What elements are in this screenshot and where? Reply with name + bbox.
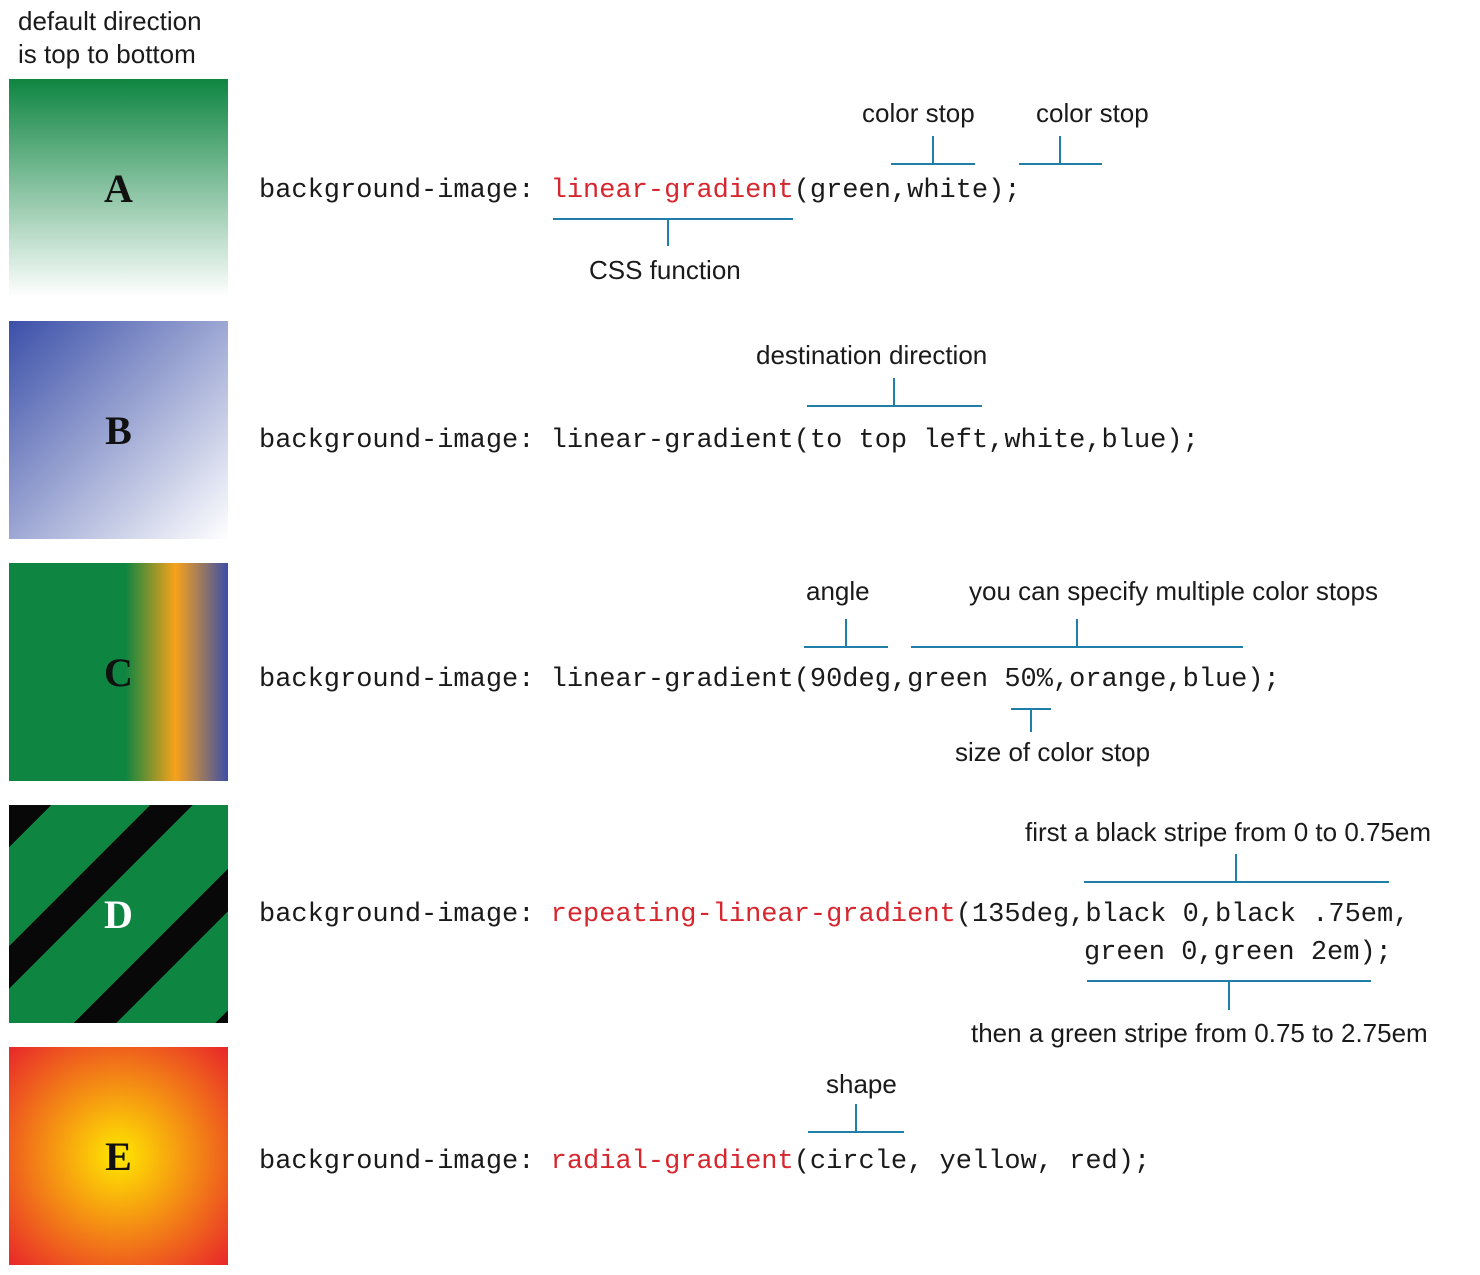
swatch-a: A <box>9 79 228 297</box>
swatch-d: D <box>9 805 228 1023</box>
code-function: linear-gradient <box>550 426 794 456</box>
code-function: repeating-linear-gradient <box>550 900 956 930</box>
label-css-function: CSS function <box>589 255 741 285</box>
label-green-stripe: then a green stripe from 0.75 to 2.75em <box>971 1018 1428 1048</box>
bracket-line <box>891 163 975 165</box>
code-function: linear-gradient <box>550 665 794 695</box>
code-function: radial-gradient <box>550 1147 794 1177</box>
label-multiple-stops: you can specify multiple color stops <box>969 576 1378 606</box>
label-color-stop-1: color stop <box>862 98 975 128</box>
label-black-stripe: first a black stripe from 0 to 0.75em <box>1025 817 1432 847</box>
code-b: background-image: linear-gradient(to top… <box>259 428 1199 455</box>
code-d: background-image: repeating-linear-gradi… <box>259 902 1409 929</box>
bracket-tick <box>893 378 895 406</box>
bracket-line <box>1084 881 1389 883</box>
label-shape: shape <box>826 1069 897 1099</box>
swatch-letter: E <box>105 1133 132 1179</box>
label-angle: angle <box>806 576 870 606</box>
swatch-letter: B <box>105 407 132 453</box>
bracket-line <box>804 646 888 648</box>
code-property: background-image: <box>259 665 551 695</box>
bracket-tick <box>1228 980 1230 1010</box>
bracket-tick <box>932 136 934 164</box>
label-destination-direction: destination direction <box>756 340 988 370</box>
header-line-1: default direction <box>18 6 202 36</box>
code-d-line2: green 0,green 2em); <box>1084 938 1392 968</box>
bracket-tick <box>1076 619 1078 647</box>
code-e: background-image: radial-gradient(circle… <box>259 1149 1150 1176</box>
swatch-letter: D <box>104 891 133 937</box>
code-property: background-image: <box>259 900 551 930</box>
swatch-c: C <box>9 563 228 781</box>
bracket-tick <box>845 619 847 647</box>
bracket-tick <box>1030 708 1032 732</box>
swatch-letter: A <box>104 165 133 211</box>
code-property: background-image: <box>259 426 551 456</box>
bracket-line <box>807 405 982 407</box>
code-args: (green,white); <box>793 176 1021 206</box>
header-line-2: is top to bottom <box>18 39 196 69</box>
swatch-b: B <box>9 321 228 539</box>
bracket-line <box>808 1131 904 1133</box>
code-property: background-image: <box>259 176 551 206</box>
bracket-line <box>1019 163 1102 165</box>
swatch-letter: C <box>104 649 133 695</box>
bracket-tick <box>855 1104 857 1132</box>
label-color-stop-2: color stop <box>1036 98 1149 128</box>
code-c: background-image: linear-gradient(90deg,… <box>259 667 1280 694</box>
code-args: (circle, yellow, red); <box>793 1147 1151 1177</box>
code-function: linear-gradient <box>550 176 794 206</box>
code-args: (90deg,green 50%,orange,blue); <box>793 665 1280 695</box>
code-a: background-image: linear-gradient(green,… <box>259 178 1021 205</box>
code-property: background-image: <box>259 1147 551 1177</box>
bracket-line <box>911 646 1243 648</box>
bracket-tick <box>667 218 669 246</box>
swatch-e: E <box>9 1047 228 1265</box>
label-size-of-stop: size of color stop <box>955 737 1151 767</box>
code-args: (to top left,white,blue); <box>793 426 1199 456</box>
bracket-tick <box>1059 136 1061 164</box>
bracket-line <box>553 218 793 220</box>
bracket-tick <box>1235 854 1237 882</box>
code-args: (135deg,black 0,black .75em, <box>955 900 1410 930</box>
